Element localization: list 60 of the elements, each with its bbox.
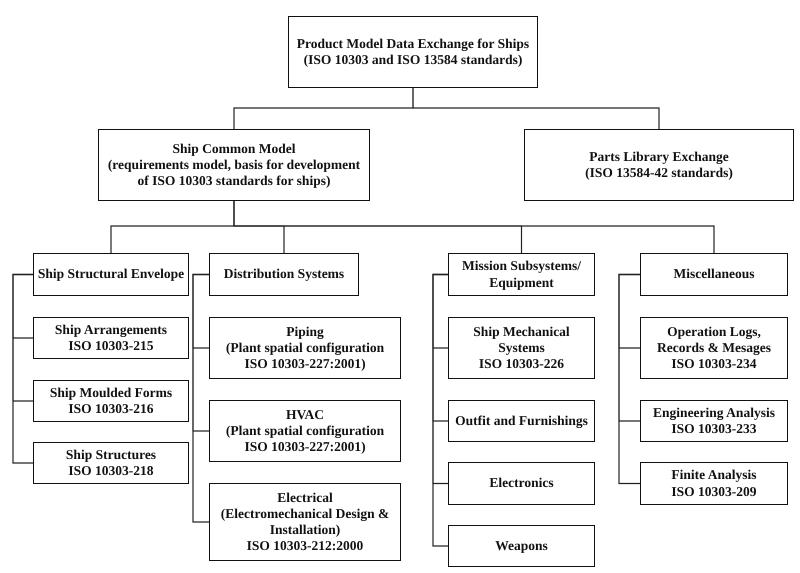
box-label: Ship Mechanical Systems — [472, 324, 571, 356]
process-box — [640, 400, 788, 442]
box-label: ISO 10303-212:2000 — [246, 538, 364, 554]
process-box — [640, 253, 788, 296]
box-label: Parts Library Exchange — [589, 148, 729, 165]
box-label: Electronics — [489, 475, 554, 492]
box-label: (ISO 10303 and ISO 13584 standards) — [304, 52, 522, 68]
process-box — [33, 380, 189, 422]
box-label: ISO 10303-218 — [68, 463, 154, 480]
box-label: (requirements model, basis for development of ISO 10303 standards for ships) — [106, 156, 362, 190]
box-label: Product Model Data Exchange for Ships — [296, 36, 530, 52]
box-label: Engineering Analysis — [653, 404, 775, 421]
box-label: Mission Subsystems/ Equipment — [461, 258, 582, 291]
connector-line — [618, 274, 640, 484]
box-label: Electrical — [277, 490, 333, 506]
process-box — [33, 442, 189, 484]
box-label: ISO 10303-226 — [478, 356, 564, 372]
process-box — [288, 16, 538, 88]
process-box — [524, 129, 794, 201]
process-box — [448, 317, 595, 379]
box-label: Miscellaneous — [674, 266, 754, 283]
box-label: (Electromechanical Design & Installation) — [220, 506, 390, 538]
process-box — [448, 253, 595, 296]
connector-line — [432, 274, 448, 547]
box-label: ISO 10303-215 — [68, 338, 154, 354]
process-box — [640, 317, 788, 379]
process-box — [33, 317, 189, 359]
process-box — [448, 525, 595, 567]
box-label: ISO 10303-216 — [68, 401, 154, 418]
box-label: Outfit and Furnishings — [455, 412, 588, 430]
process-box — [640, 462, 788, 505]
box-label: Ship Arrangements — [54, 322, 168, 338]
box-label: (Plant spatial configuration ISO 10303-227:2001) — [224, 422, 386, 456]
box-label: Distribution Systems — [224, 266, 344, 283]
box-label: Piping — [286, 324, 324, 340]
process-box — [33, 253, 189, 296]
process-box — [209, 400, 401, 462]
process-box — [448, 462, 595, 505]
process-box — [98, 129, 370, 201]
box-label: Ship Structural Envelope — [38, 266, 184, 283]
box-label: Operation Logs, Records & Mesages — [656, 324, 772, 356]
box-label: (Plant spatial configuration ISO 10303-227:2001) — [224, 340, 386, 372]
box-label: ISO 10303-234 — [671, 356, 757, 372]
process-box — [209, 317, 401, 379]
connector-line — [233, 201, 715, 253]
connector-line — [12, 274, 33, 464]
connector-line — [192, 274, 209, 523]
process-box — [209, 253, 359, 296]
box-label: Ship Structures — [66, 446, 156, 463]
box-label: Ship Common Model — [172, 140, 296, 157]
box-label: ISO 10303-233 — [671, 421, 757, 438]
connector-line — [412, 88, 660, 129]
box-label: Ship Moulded Forms — [50, 384, 172, 401]
box-label: ISO 10303-209 — [671, 484, 757, 500]
process-box — [209, 483, 401, 561]
box-label: Finite Analysis — [671, 467, 757, 484]
box-label: Weapons — [495, 538, 548, 554]
box-label: HVAC — [286, 406, 324, 423]
process-box — [448, 400, 595, 442]
box-label: (ISO 13584-42 standards) — [585, 165, 733, 182]
